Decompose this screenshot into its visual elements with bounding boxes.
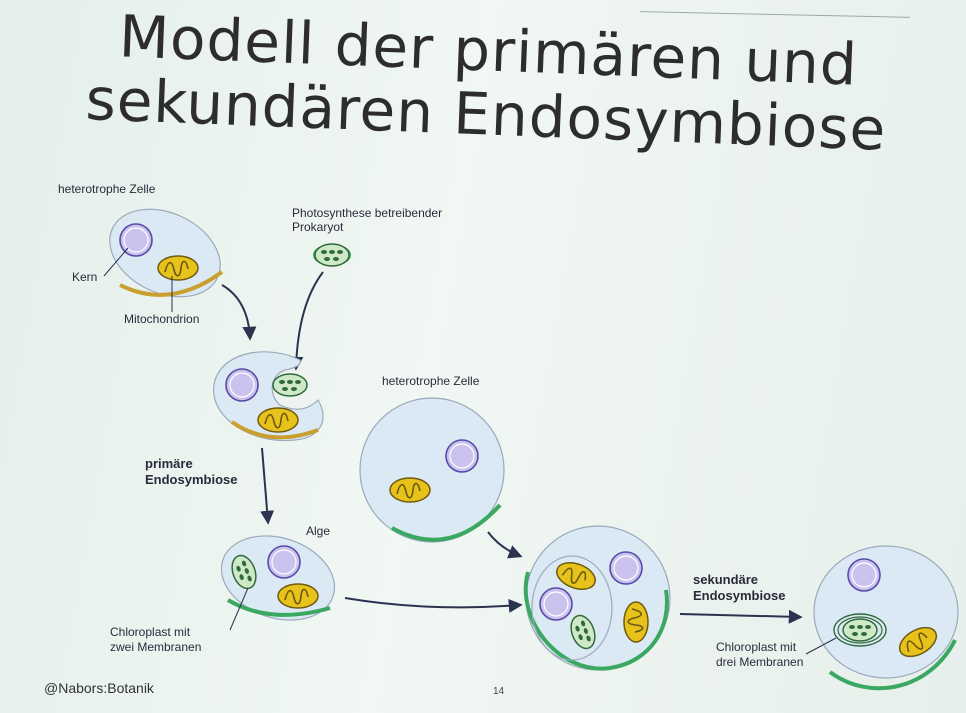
nucleus-icon	[539, 587, 573, 621]
label-heterotroph-cell-2: heterotrophe Zelle	[382, 374, 480, 388]
label-mitochondrion: Mitochondrion	[124, 312, 200, 326]
heterotroph-cell-2	[359, 397, 505, 543]
mitochondrion-icon	[257, 407, 299, 433]
footer-credit: @Nabors:Botanik	[44, 680, 154, 696]
prokaryote-cell	[313, 243, 351, 267]
nucleus-icon	[225, 368, 259, 402]
page-number: 14	[493, 686, 505, 697]
final-cell	[805, 545, 959, 691]
mitochondrion-icon	[389, 477, 431, 503]
alga-cell	[220, 535, 336, 631]
nucleus-icon	[267, 545, 301, 579]
thylakoid-icon	[314, 243, 350, 267]
mitochondrion-icon	[157, 255, 199, 281]
label-chloroplast-two-line-2: zwei Membranen	[110, 640, 202, 654]
nucleus-icon	[847, 558, 881, 592]
label-chloroplast-three-line-1: Chloroplast mit	[716, 640, 797, 654]
label-primary-line-2: Endosymbiose	[145, 472, 238, 487]
label-alge: Alge	[306, 524, 331, 538]
arrow-heterotroph-to-secondary	[487, 531, 523, 559]
chloroplast-icon	[842, 618, 878, 642]
secondary-engulfing-cell	[523, 525, 671, 671]
arrow-secondary-endosymbiosis	[679, 609, 803, 624]
label-secondary-line-1: sekundäre	[693, 572, 759, 587]
label-prokaryote-line-2: Prokaryot	[292, 220, 344, 234]
engulfed-prokaryote-icon	[272, 373, 308, 397]
nucleus-icon	[609, 551, 643, 585]
mitochondrion-icon	[623, 601, 649, 643]
label-primary-line-1: primäre	[145, 456, 193, 471]
arrow-primary-endosymbiosis	[260, 447, 275, 525]
label-heterotroph-cell-1: heterotrophe Zelle	[58, 182, 156, 196]
label-secondary-line-2: Endosymbiose	[693, 588, 786, 603]
engulfing-cell	[213, 351, 324, 442]
arrow-prokaryote-to-engulf	[289, 271, 324, 371]
arrow-cell-to-engulf	[221, 284, 257, 341]
label-chloroplast-two-line-1: Chloroplast mit	[110, 625, 191, 639]
heterotroph-cell-1	[103, 208, 224, 312]
mitochondrion-icon	[277, 583, 319, 609]
label-kern: Kern	[72, 270, 98, 284]
nucleus-icon	[445, 439, 479, 473]
label-prokaryote-line-1: Photosynthese betreibender	[292, 206, 443, 220]
label-chloroplast-three-line-2: drei Membranen	[716, 655, 804, 669]
arrow-alga-to-secondary	[344, 597, 523, 613]
